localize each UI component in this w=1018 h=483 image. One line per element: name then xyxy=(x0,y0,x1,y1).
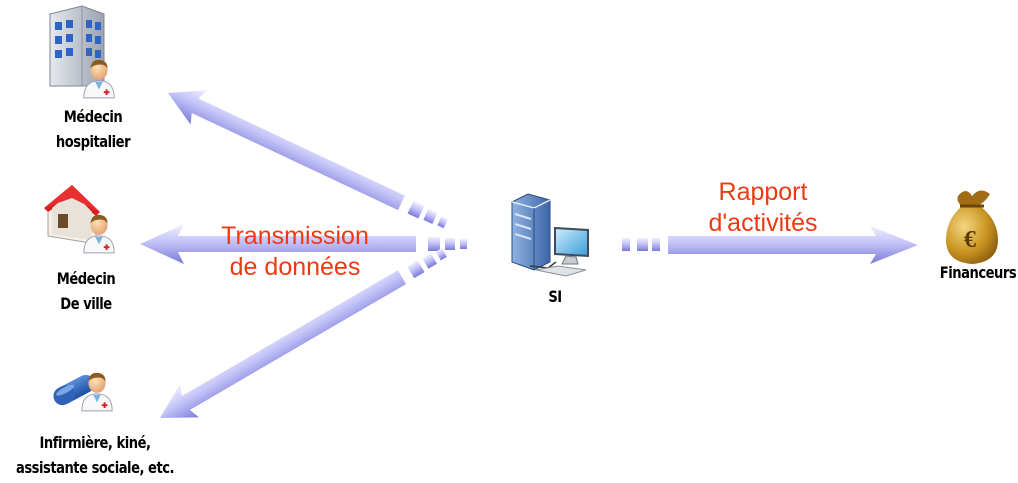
hospital-doctor-icon xyxy=(49,5,116,99)
hospital-doctor-label: Médecin hospitalier xyxy=(55,107,131,151)
si-label: SI xyxy=(548,287,562,306)
city-doctor-label: Médecin De ville xyxy=(56,269,116,313)
transmission-label: Transmission de données xyxy=(221,222,369,281)
svg-text:€: € xyxy=(964,227,976,253)
arrow-si-to-city-doctor xyxy=(140,224,467,264)
funders-label: Financeurs xyxy=(939,263,1017,282)
capsule-doctor-icon xyxy=(53,371,114,412)
euro-money-bag-icon: € xyxy=(946,190,998,264)
arrow-si-to-nurse xyxy=(160,248,447,418)
report-label: Rapport d'activités xyxy=(708,178,818,237)
server-computer-icon xyxy=(511,193,589,277)
arrow-si-to-funders xyxy=(622,226,918,264)
house-doctor-icon xyxy=(44,185,116,254)
arrow-si-to-hospital xyxy=(168,90,448,229)
nurse-label: Infirmière, kiné, assistante sociale, et… xyxy=(15,433,175,477)
